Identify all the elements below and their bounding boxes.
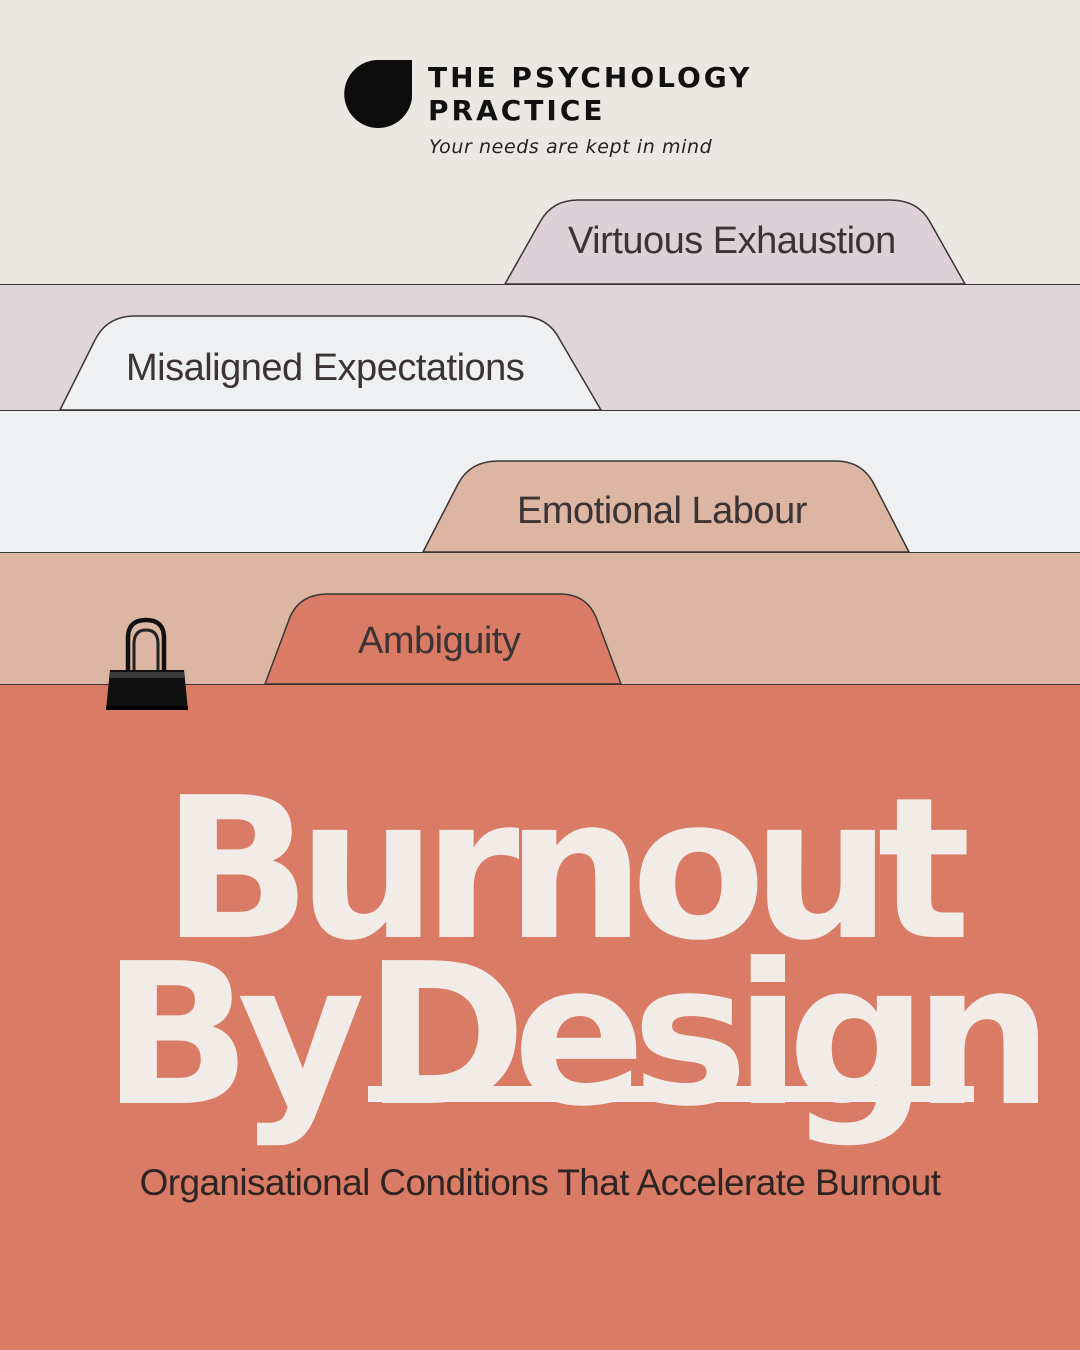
tab-virtuous-exhaustion-shape xyxy=(503,199,967,285)
subtitle: Organisational Conditions That Accelerat… xyxy=(139,1162,941,1203)
brand-tagline: Your needs are kept in mind xyxy=(429,136,713,158)
tab-ambiguity[interactable]: Ambiguity xyxy=(358,620,521,662)
brand-name-line1: THE PSYCHOLOGY xyxy=(428,61,753,94)
tab-misaligned-expectations-shape xyxy=(58,315,603,411)
tab-ambiguity-shape xyxy=(263,593,623,685)
tab-virtuous-exhaustion[interactable]: Virtuous Exhaustion xyxy=(568,220,896,262)
folder-tabs xyxy=(58,199,967,685)
logo-leaf-drop-icon xyxy=(344,58,414,139)
tab-misaligned-expectations[interactable]: Misaligned Expectations xyxy=(126,347,525,389)
brand-name-line2: PRACTICE xyxy=(428,94,606,127)
binder-clip-icon xyxy=(100,614,194,719)
title-by: By xyxy=(102,922,365,1150)
title-burnout: Burnout xyxy=(162,756,971,984)
title-design-underline xyxy=(368,1086,974,1102)
title-design: Design xyxy=(364,922,1053,1150)
folder-band-coral xyxy=(0,684,1080,1350)
tab-emotional-labour[interactable]: Emotional Labour xyxy=(517,490,807,532)
tab-emotional-labour-shape xyxy=(421,460,911,553)
